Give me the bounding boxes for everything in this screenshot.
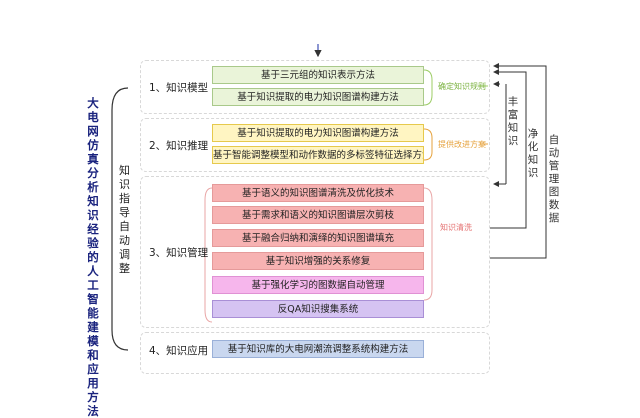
box-graph-filling: 基于融合归纳和演绎的知识图谱填充 (212, 229, 424, 247)
section-label: 4、知识应用 (149, 345, 209, 357)
label-enrich-knowledge: 丰富知识 (507, 96, 519, 147)
box-relation-repair: 基于知识增强的关系修复 (212, 252, 424, 270)
box-semantic-cleaning: 基于语义的知识图谱清洗及优化技术 (212, 184, 424, 202)
box-qa-collection: 反QA知识搜集系统 (212, 300, 424, 318)
box-graph-construction-2: 基于知识提取的电力知识图谱构建方法 (212, 124, 424, 142)
section-label: 3、知识管理 (149, 247, 209, 259)
note-improve-plan: 提供改进方案 (438, 140, 486, 149)
box-rl-graph-management: 基于强化学习的图数据自动管理 (212, 276, 424, 294)
section-knowledge-model: 1、知识模型 (140, 60, 490, 114)
mid-label: 知识指导自动调整 (119, 164, 130, 275)
box-graph-construction: 基于知识提取的电力知识图谱构建方法 (212, 88, 424, 106)
left-bracket (111, 87, 129, 351)
main-title: 大电网仿真分析知识经验的人工智能建模和应用方法 (87, 96, 99, 418)
section-label: 1、知识模型 (149, 82, 209, 94)
section-label: 2、知识推理 (149, 140, 209, 152)
section-knowledge-reasoning: 2、知识推理 (140, 118, 490, 172)
section-knowledge-management: 3、知识管理 (140, 176, 490, 328)
note-determine-rules: 确定知识规则 (438, 82, 486, 91)
box-hierarchical-pruning: 基于需求和语义的知识图谱层次剪枝 (212, 206, 424, 224)
label-auto-manage: 自动管理图数据 (548, 134, 560, 224)
box-power-flow-system: 基于知识库的大电网潮流调整系统构建方法 (212, 340, 424, 358)
note-knowledge-cleaning: 知识清洗 (440, 223, 472, 232)
label-purify-knowledge: 净化知识 (527, 128, 539, 179)
section-knowledge-application: 4、知识应用 (140, 332, 490, 374)
box-multi-label-selection: 基于智能调整模型和动作数据的多标签特征选择方法 (212, 146, 424, 164)
box-triple-representation: 基于三元组的知识表示方法 (212, 66, 424, 84)
connector-lines (111, 44, 547, 351)
